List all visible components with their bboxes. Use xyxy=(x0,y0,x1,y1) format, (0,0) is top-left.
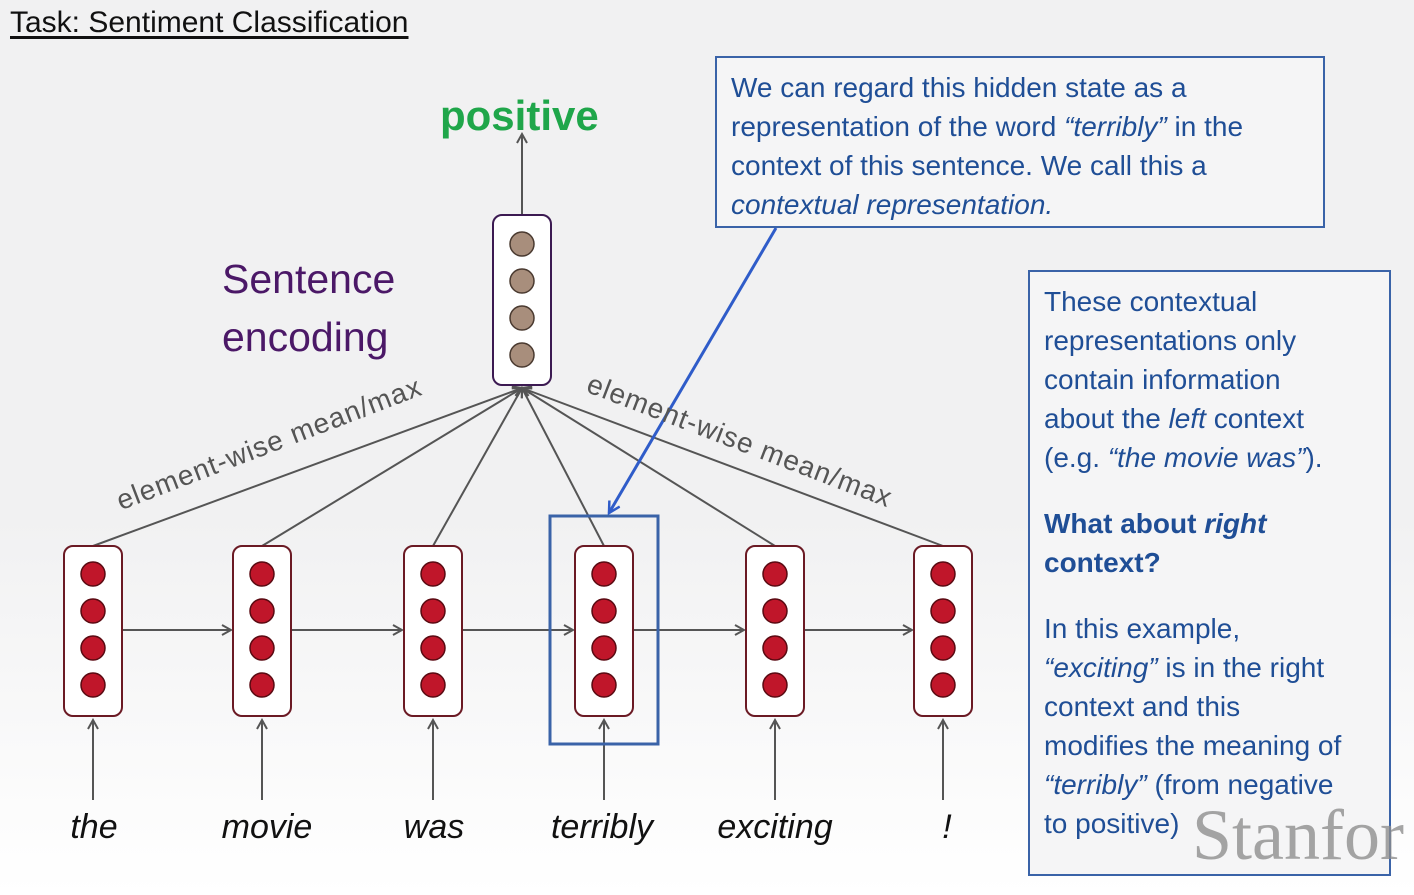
input-word-3: was xyxy=(403,808,465,846)
hidden-unit-3-1 xyxy=(420,561,446,587)
hidden-unit-6-2 xyxy=(930,598,956,624)
pooling-arrow-6 xyxy=(522,388,944,547)
sentence-encoding-line2: encoding xyxy=(222,314,389,360)
hidden-unit-3-3 xyxy=(420,635,446,661)
hidden-unit-1-1 xyxy=(80,561,106,587)
stanford-watermark: Stanfor xyxy=(1192,795,1404,875)
side-line1: These contextual xyxy=(1044,286,1258,317)
hidden-unit-3-4 xyxy=(420,672,446,698)
input-word-6: ! xyxy=(942,808,952,846)
hidden-unit-6-4 xyxy=(930,672,956,698)
callout-top-line3: context of this sentence. We call this a xyxy=(731,150,1207,181)
input-word-1: the xyxy=(70,808,118,846)
pooling-arrow-3 xyxy=(432,388,522,547)
hidden-state-callout: We can regard this hidden state as a rep… xyxy=(715,56,1325,228)
callout-top-line4: contextual representation. xyxy=(731,189,1054,220)
side-question-line2: context? xyxy=(1044,547,1161,578)
side-question-line1: What about right xyxy=(1044,508,1267,539)
hidden-unit-4-2 xyxy=(591,598,617,624)
side-line7: “exciting” is in the right xyxy=(1044,652,1325,683)
highlight-box xyxy=(548,514,660,746)
sentence-encoding-vector xyxy=(492,214,552,386)
hidden-unit-2-4 xyxy=(249,672,275,698)
hidden-unit-4-3 xyxy=(591,635,617,661)
encoding-unit-1 xyxy=(509,231,535,257)
pooling-arrow-2 xyxy=(261,388,522,547)
callout-pointer-arrow xyxy=(609,227,778,513)
hidden-state-4 xyxy=(574,545,634,717)
hidden-unit-2-1 xyxy=(249,561,275,587)
side-line11: to positive) xyxy=(1044,808,1180,839)
side-line10: “terribly” (from negative xyxy=(1044,769,1334,800)
encoding-unit-4 xyxy=(509,342,535,368)
hidden-unit-4-1 xyxy=(591,561,617,587)
input-word-4: terribly xyxy=(550,808,654,846)
encoding-unit-2 xyxy=(509,268,535,294)
hidden-unit-5-3 xyxy=(762,635,788,661)
hidden-unit-5-1 xyxy=(762,561,788,587)
pooling-arrow-1 xyxy=(92,388,522,547)
hidden-state-2 xyxy=(232,545,292,717)
sentence-encoding-label: Sentence encoding xyxy=(222,250,395,366)
side-line9: modifies the meaning of xyxy=(1044,730,1342,761)
output-label: positive xyxy=(440,92,599,139)
hidden-state-3 xyxy=(403,545,463,717)
hidden-unit-1-2 xyxy=(80,598,106,624)
encoding-unit-3 xyxy=(509,305,535,331)
side-line8: context and this xyxy=(1044,691,1241,722)
hidden-unit-4-4 xyxy=(591,672,617,698)
side-line6: In this example, xyxy=(1044,613,1241,644)
hidden-unit-1-4 xyxy=(80,672,106,698)
sentence-encoding-line1: Sentence xyxy=(222,256,396,302)
side-line3: contain information xyxy=(1044,364,1281,395)
callout-top-line1: We can regard this hidden state as a xyxy=(731,72,1187,103)
hidden-unit-2-2 xyxy=(249,598,275,624)
input-word-5: exciting xyxy=(717,808,833,846)
slide-title: Task: Sentiment Classification xyxy=(10,6,409,39)
hidden-unit-1-3 xyxy=(80,635,106,661)
hidden-unit-5-4 xyxy=(762,672,788,698)
hidden-unit-3-2 xyxy=(420,598,446,624)
callout-top-line2: representation of the word “terribly” in… xyxy=(731,111,1244,142)
side-line5: (e.g. “the movie was”). xyxy=(1044,442,1323,473)
hidden-unit-6-1 xyxy=(930,561,956,587)
hidden-unit-5-2 xyxy=(762,598,788,624)
hidden-unit-2-3 xyxy=(249,635,275,661)
pooling-arrow-4 xyxy=(522,388,605,547)
side-line2: representations only xyxy=(1044,325,1297,356)
pooling-arrow-5 xyxy=(522,388,776,547)
left-context-callout: These contextual representations only co… xyxy=(1028,270,1391,876)
input-word-2: movie xyxy=(221,808,313,846)
side-line4: about the left context xyxy=(1044,403,1304,434)
hidden-state-1 xyxy=(63,545,123,717)
hidden-state-6 xyxy=(913,545,973,717)
hidden-unit-6-3 xyxy=(930,635,956,661)
hidden-state-5 xyxy=(745,545,805,717)
